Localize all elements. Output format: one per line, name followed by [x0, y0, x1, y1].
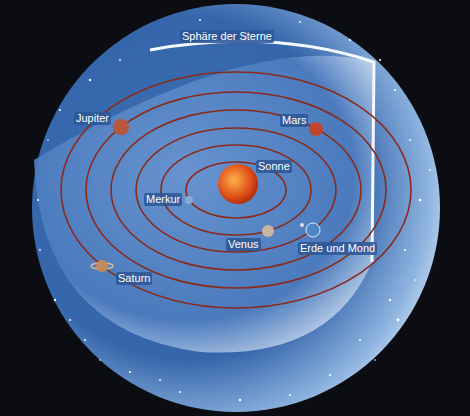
planet-label: Mars [280, 114, 308, 127]
star-sphere [32, 4, 440, 412]
jupiter [113, 119, 129, 135]
venus [262, 225, 274, 237]
stars [37, 19, 431, 401]
cut-edge [150, 41, 374, 262]
mars [309, 122, 323, 136]
sphere-label: Sphäre der Sterne [180, 30, 274, 43]
planet-label: Merkur [144, 193, 182, 206]
planet-label: Jupiter [74, 112, 111, 125]
planet-label: Venus [226, 238, 261, 251]
sun-label: Sonne [256, 160, 292, 173]
earth [306, 223, 320, 237]
cutaway-bowl [34, 56, 374, 353]
orbits [61, 72, 411, 308]
moon [300, 223, 304, 227]
planet-label: Saturn [116, 272, 152, 285]
planet-label: Erde und Mond [298, 242, 377, 255]
sun [218, 164, 258, 204]
mercury [185, 196, 193, 204]
saturn [96, 260, 108, 272]
